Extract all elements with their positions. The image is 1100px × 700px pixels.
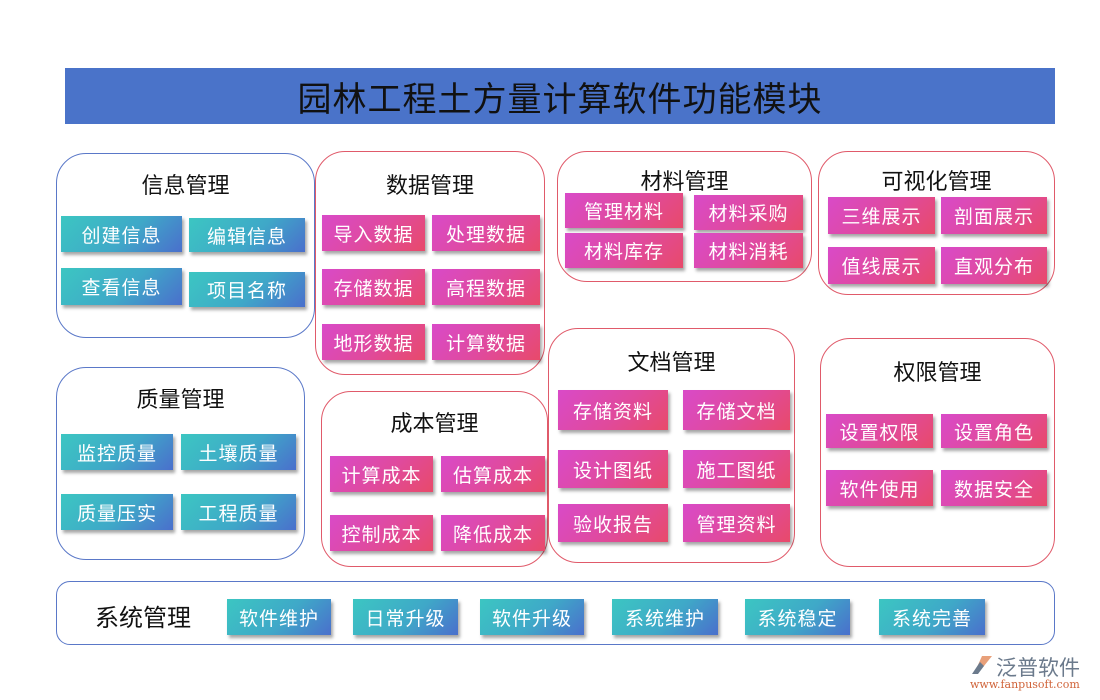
- permission-item-button[interactable]: 设置角色: [941, 414, 1047, 448]
- visual-item-button[interactable]: 值线展示: [828, 247, 935, 284]
- system-item-button[interactable]: 软件升级: [480, 599, 584, 635]
- system-item-button[interactable]: 系统完善: [879, 599, 985, 635]
- doc-item-button[interactable]: 管理资料: [683, 504, 790, 542]
- material-item-button[interactable]: 材料采购: [694, 195, 803, 230]
- system-panel-title: 系统管理: [95, 604, 191, 632]
- data-panel-title: 数据管理: [385, 174, 474, 199]
- quality-item-button[interactable]: 监控质量: [61, 434, 173, 470]
- doc-item-button[interactable]: 存储文档: [683, 390, 790, 430]
- cost-item-button[interactable]: 估算成本: [441, 456, 545, 492]
- doc-panel-title: 文档管理: [627, 351, 716, 376]
- doc-item-button[interactable]: 设计图纸: [558, 450, 668, 488]
- permission-panel: 权限管理: [820, 338, 1055, 567]
- cost-item-button[interactable]: 控制成本: [330, 515, 433, 551]
- permission-item-button[interactable]: 设置权限: [826, 414, 933, 448]
- doc-item-button[interactable]: 存储资料: [558, 390, 668, 430]
- data-item-button[interactable]: 导入数据: [322, 215, 425, 251]
- logo: 泛普软件 www.fanpusoft.com: [968, 652, 1093, 692]
- doc-item-button[interactable]: 验收报告: [558, 504, 668, 542]
- material-item-button[interactable]: 材料库存: [565, 233, 683, 268]
- quality-item-button[interactable]: 工程质量: [181, 494, 296, 530]
- page-title: 园林工程土方量计算软件功能模块: [297, 79, 823, 120]
- data-item-button[interactable]: 高程数据: [432, 269, 540, 305]
- cost-item-button[interactable]: 计算成本: [330, 456, 433, 492]
- title-bar: 园林工程土方量计算软件功能模块: [65, 68, 1055, 124]
- material-panel-title: 材料管理: [640, 170, 729, 195]
- cost-panel-title: 成本管理: [390, 412, 479, 437]
- data-item-button[interactable]: 计算数据: [432, 324, 540, 360]
- quality-item-button[interactable]: 质量压实: [61, 494, 173, 530]
- data-item-button[interactable]: 处理数据: [432, 215, 540, 251]
- system-item-button[interactable]: 软件维护: [227, 599, 331, 635]
- logo-url: www.fanpusoft.com: [970, 678, 1080, 691]
- info-panel-title: 信息管理: [141, 174, 230, 199]
- info-item-button[interactable]: 创建信息: [61, 216, 182, 252]
- cost-item-button[interactable]: 降低成本: [441, 515, 545, 551]
- system-item-button[interactable]: 系统稳定: [745, 599, 850, 635]
- permission-item-button[interactable]: 数据安全: [941, 470, 1047, 506]
- visual-item-button[interactable]: 三维展示: [828, 197, 935, 234]
- info-item-button[interactable]: 查看信息: [61, 268, 182, 305]
- material-item-button[interactable]: 材料消耗: [694, 233, 803, 268]
- info-item-button[interactable]: 项目名称: [189, 272, 305, 307]
- logo-icon: [972, 656, 992, 674]
- system-item-button[interactable]: 系统维护: [612, 599, 718, 635]
- system-item-button[interactable]: 日常升级: [353, 599, 458, 635]
- doc-item-button[interactable]: 施工图纸: [683, 450, 790, 488]
- quality-panel-title: 质量管理: [136, 388, 225, 413]
- info-item-button[interactable]: 编辑信息: [189, 218, 305, 252]
- visual-item-button[interactable]: 直观分布: [941, 247, 1047, 284]
- logo-name: 泛普软件: [996, 656, 1080, 680]
- quality-item-button[interactable]: 土壤质量: [181, 434, 296, 470]
- visual-panel-title: 可视化管理: [881, 170, 992, 195]
- material-item-button[interactable]: 管理材料: [565, 193, 683, 228]
- data-item-button[interactable]: 存储数据: [322, 269, 425, 305]
- data-item-button[interactable]: 地形数据: [322, 324, 425, 360]
- visual-item-button[interactable]: 剖面展示: [941, 197, 1047, 234]
- permission-panel-title: 权限管理: [893, 361, 982, 386]
- permission-item-button[interactable]: 软件使用: [826, 470, 933, 506]
